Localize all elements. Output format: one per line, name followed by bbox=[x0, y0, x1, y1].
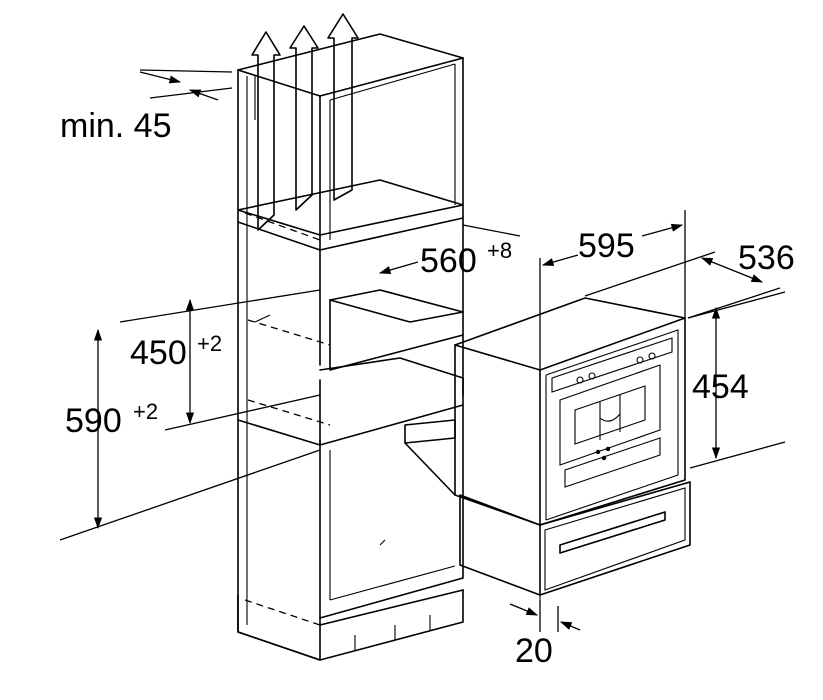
min-gap-label: min. 45 bbox=[60, 107, 172, 145]
dimension-appliance-width: 595 bbox=[539, 210, 686, 370]
tall-cabinet bbox=[237, 33, 464, 661]
airflow-arrow-icon bbox=[251, 13, 359, 231]
appliance-height-value: 454 bbox=[692, 368, 749, 406]
floor-height-tolerance: +2 bbox=[133, 399, 158, 424]
dimension-floor-height: 590 +2 bbox=[59, 328, 321, 541]
dimension-niche-depth: 560 +8 bbox=[378, 224, 521, 280]
appliance-width-value: 595 bbox=[578, 227, 635, 265]
floor-height-value: 590 bbox=[65, 402, 122, 440]
coffee-machine bbox=[404, 297, 686, 526]
dimension-min-gap: min. 45 bbox=[60, 69, 233, 145]
dimension-appliance-height: 454 bbox=[687, 291, 786, 469]
dimension-niche-height: 450 +2 bbox=[119, 289, 321, 431]
niche-height-value: 450 bbox=[130, 334, 187, 372]
appliance-depth-value: 536 bbox=[738, 239, 795, 277]
warming-drawer bbox=[459, 481, 691, 602]
niche-height-tolerance: +2 bbox=[197, 331, 222, 356]
dimension-front-offset: 20 bbox=[509, 600, 581, 670]
niche-depth-tolerance: +8 bbox=[487, 238, 512, 263]
front-offset-value: 20 bbox=[515, 632, 553, 670]
dimension-appliance-depth: 536 bbox=[584, 239, 795, 319]
niche-depth-value: 560 bbox=[420, 242, 477, 280]
